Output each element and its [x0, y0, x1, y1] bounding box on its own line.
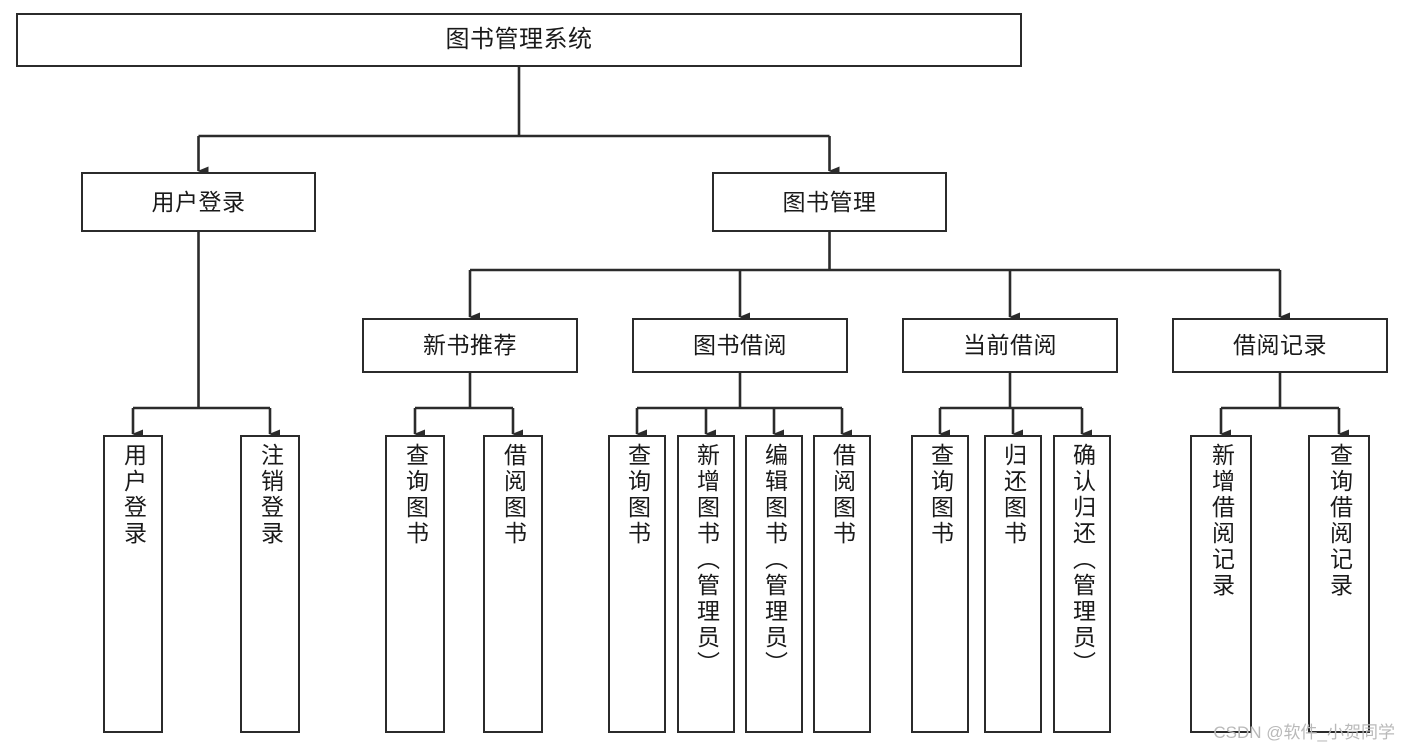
- node-leaf-edit-book-admin[interactable]: 编辑图书（管理员）: [745, 435, 803, 733]
- node-label-borrow-record: 借阅记录: [1233, 332, 1327, 359]
- node-leaf-user-login[interactable]: 用户登录: [103, 435, 163, 733]
- node-book-manage[interactable]: 图书管理: [712, 172, 947, 232]
- node-label-leaf-logout: 注销登录: [257, 443, 284, 547]
- node-label-leaf-query-borrow-record: 查询借阅记录: [1326, 443, 1353, 599]
- node-label-book-manage: 图书管理: [782, 188, 877, 215]
- node-label-leaf-borrow-book-recommend: 借阅图书: [500, 443, 527, 547]
- node-label-leaf-query-book-recommend: 查询图书: [402, 443, 429, 547]
- node-leaf-confirm-return-admin[interactable]: 确认归还（管理员）: [1053, 435, 1111, 733]
- node-leaf-query-book-current[interactable]: 查询图书: [911, 435, 969, 733]
- node-label-leaf-query-book-borrow: 查询图书: [624, 443, 651, 547]
- node-label-leaf-return-book: 归还图书: [1000, 443, 1027, 547]
- node-label-leaf-user-login: 用户登录: [120, 443, 147, 547]
- node-label-new-book-recommend: 新书推荐: [423, 332, 517, 359]
- node-label-leaf-query-book-current: 查询图书: [927, 443, 954, 547]
- node-leaf-add-borrow-record[interactable]: 新增借阅记录: [1190, 435, 1252, 733]
- node-label-leaf-confirm-return-admin: 确认归还（管理员）: [1069, 443, 1096, 677]
- node-label-leaf-add-book-admin: 新增图书（管理员）: [693, 443, 720, 677]
- edge-group: [131, 67, 1349, 439]
- node-label-leaf-borrow-book: 借阅图书: [829, 443, 856, 547]
- node-leaf-logout[interactable]: 注销登录: [240, 435, 300, 733]
- node-label-leaf-edit-book-admin: 编辑图书（管理员）: [761, 443, 788, 677]
- node-current-borrow[interactable]: 当前借阅: [902, 318, 1118, 373]
- node-label-user-login: 用户登录: [151, 188, 246, 215]
- watermark-label: CSDN @软件_小贺同学: [1213, 723, 1395, 742]
- node-label-current-borrow: 当前借阅: [963, 332, 1057, 359]
- node-leaf-borrow-book-recommend[interactable]: 借阅图书: [483, 435, 543, 733]
- node-root[interactable]: 图书管理系统: [16, 13, 1022, 67]
- node-book-borrow[interactable]: 图书借阅: [632, 318, 848, 373]
- node-leaf-query-book-borrow[interactable]: 查询图书: [608, 435, 666, 733]
- node-leaf-borrow-book[interactable]: 借阅图书: [813, 435, 871, 733]
- node-new-book-recommend[interactable]: 新书推荐: [362, 318, 578, 373]
- node-leaf-return-book[interactable]: 归还图书: [984, 435, 1042, 733]
- node-leaf-add-book-admin[interactable]: 新增图书（管理员）: [677, 435, 735, 733]
- node-leaf-query-book-recommend[interactable]: 查询图书: [385, 435, 445, 733]
- node-user-login[interactable]: 用户登录: [81, 172, 316, 232]
- node-label-book-borrow: 图书借阅: [693, 332, 787, 359]
- node-leaf-query-borrow-record[interactable]: 查询借阅记录: [1308, 435, 1370, 733]
- node-label-leaf-add-borrow-record: 新增借阅记录: [1208, 443, 1235, 599]
- node-label-root: 图书管理系统: [445, 26, 593, 54]
- node-borrow-record[interactable]: 借阅记录: [1172, 318, 1388, 373]
